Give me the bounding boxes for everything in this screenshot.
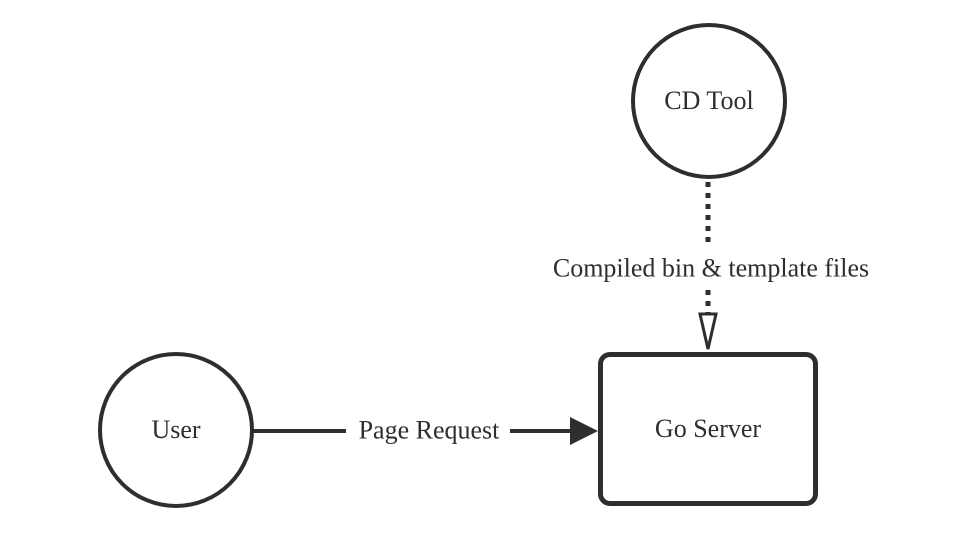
open-arrowhead-icon [698,312,718,350]
filled-arrowhead-icon [570,417,598,445]
deploy-edge-label: Compiled bin & template files [550,253,872,284]
cd-tool-label: CD Tool [664,86,754,115]
request-edge-label: Page Request [356,415,502,446]
cd-tool-node: CD Tool [631,23,787,179]
go-server-label: Go Server [654,414,762,443]
go-server-node: Go Server [598,352,818,506]
user-node: User [98,352,254,508]
user-label: User [151,415,201,444]
